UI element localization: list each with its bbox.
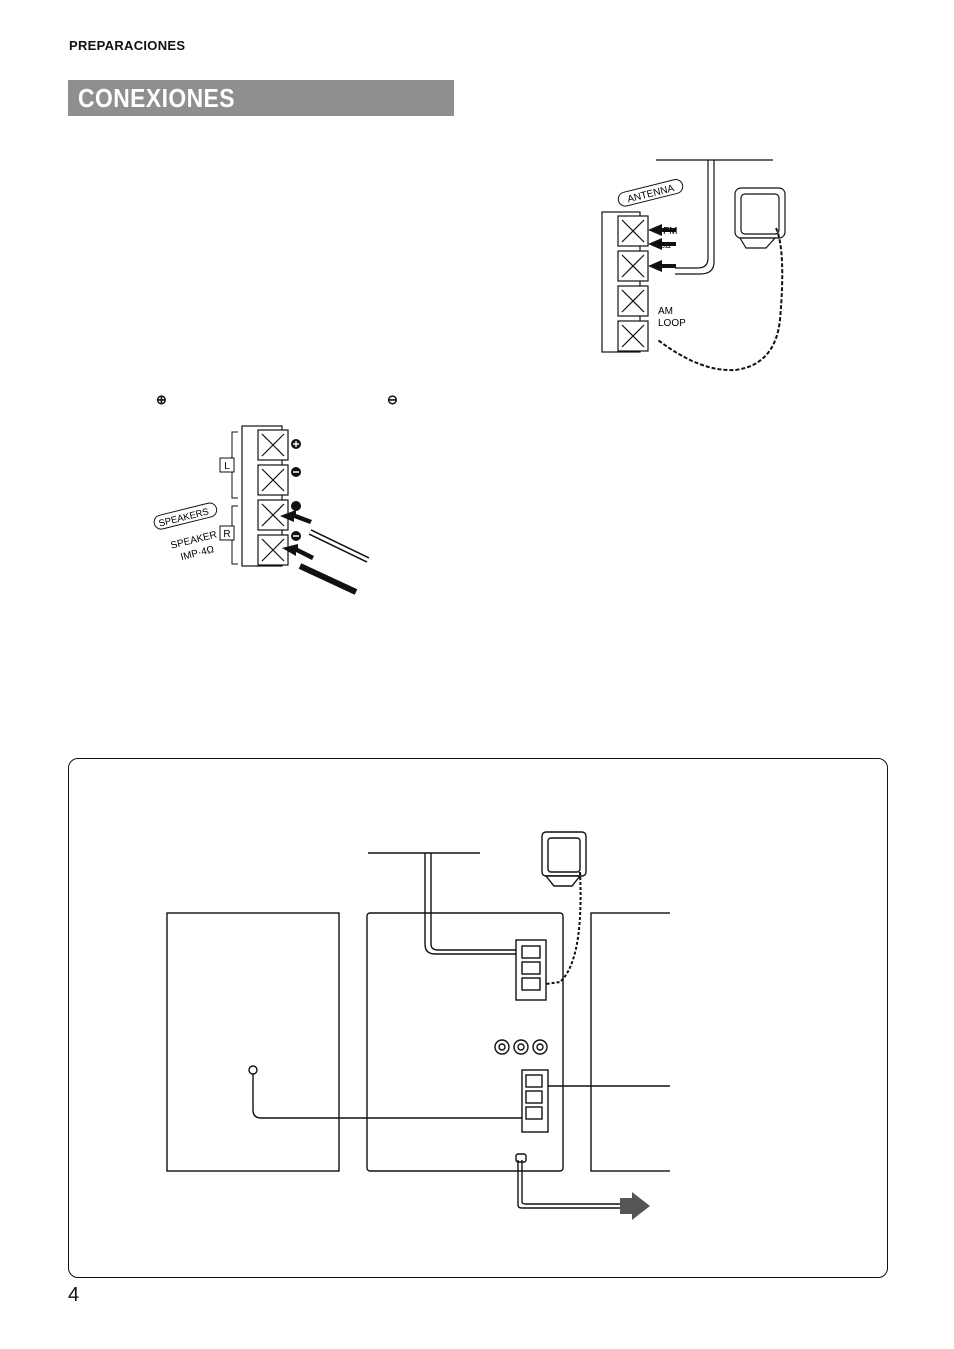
svg-text:L: L (224, 461, 230, 472)
left-speaker-terminal (248, 1065, 258, 1075)
page-title: CONEXIONES (78, 83, 235, 113)
main-unit (366, 912, 564, 1172)
rca-jack (532, 1039, 548, 1055)
ohm-label: 75Ω (656, 241, 671, 250)
loop-label: LOOP (658, 318, 686, 329)
rca-jack (513, 1039, 529, 1055)
minus-symbol: ⊖ (387, 392, 398, 407)
fm-label: FM (663, 226, 677, 237)
fm-antenna-wire (656, 159, 773, 275)
insert-arrows (648, 224, 676, 272)
plus-symbol: ⊕ (156, 392, 167, 407)
antenna-terminal-block (601, 211, 649, 353)
right-speaker (590, 912, 670, 1172)
svg-text:R: R (223, 529, 230, 540)
speaker-wires (298, 529, 370, 595)
title-bar: CONEXIONES (68, 80, 454, 116)
connection-diagram-box (68, 758, 888, 1278)
polarity-marks (291, 439, 301, 541)
right-channel-label: R (219, 525, 235, 541)
svg-text:SPEAKERS: SPEAKERS (158, 506, 210, 529)
speaker-insert-arrows (280, 510, 314, 560)
section-label: PREPARACIONES (69, 38, 186, 53)
speaker-terminal-block (241, 425, 289, 567)
am-loop-antenna (657, 187, 786, 372)
ac-arrow (620, 1192, 650, 1220)
page-number: 4 (68, 1284, 80, 1306)
channel-brackets (231, 431, 238, 565)
svg-text:ANTENNA: ANTENNA (626, 183, 675, 205)
system-connection-diagram (166, 831, 670, 1220)
speaker-connection-figure: L R SPEAKERS SPEAKER IMP·4Ω (153, 425, 370, 595)
antenna-label: ANTENNA (617, 179, 684, 207)
antenna-connection-figure: ANTENNA FM 75Ω AM LOOP (601, 159, 786, 372)
rca-jack (494, 1039, 510, 1055)
speakers-label: SPEAKERS (153, 502, 218, 530)
left-speaker (166, 912, 340, 1172)
left-channel-label: L (219, 457, 235, 473)
am-label: AM (658, 306, 673, 317)
